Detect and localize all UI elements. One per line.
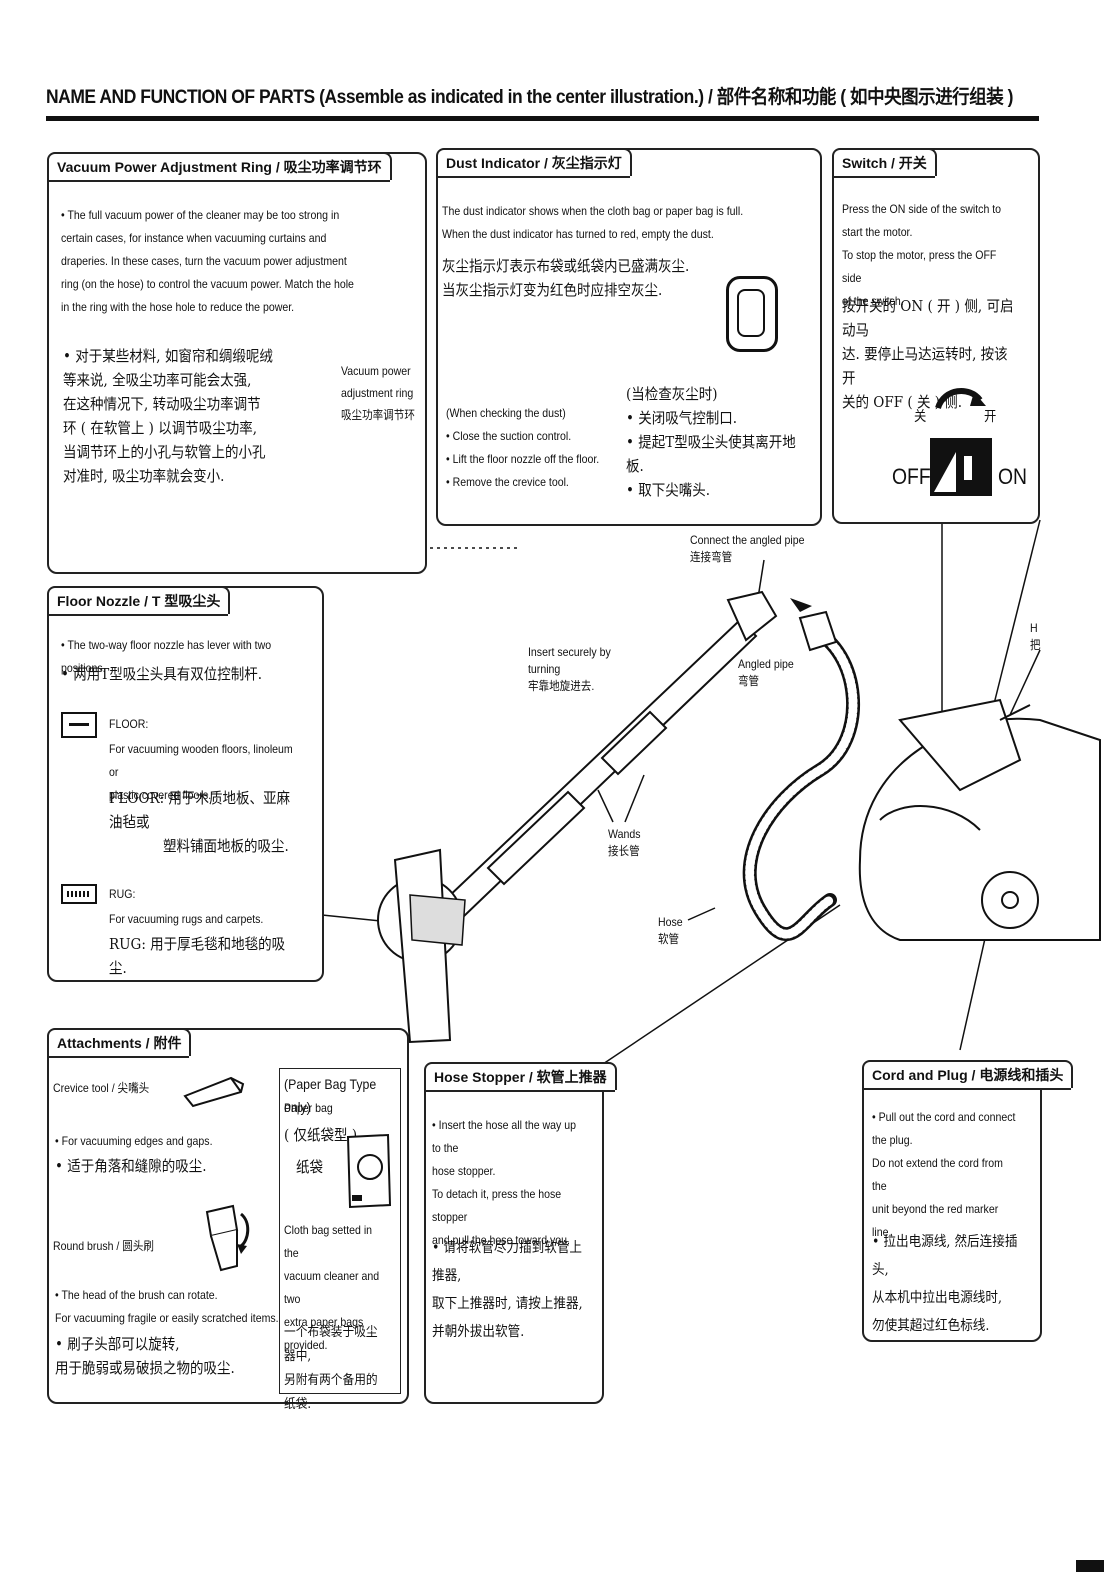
wands-label: Wands 接长管: [608, 827, 641, 858]
cord-plug-zh: • 拉出电源线, 然后连接插头, 从本机中拉出电源线时, 勿使其超过红色标线.: [872, 1234, 1018, 1334]
round-brush-icon: [205, 1204, 250, 1272]
insert-securely-label: Insert securely by turning 牢靠地旋进去.: [528, 645, 611, 693]
attachments-panel: Attachments / 附件 Crevice tool / 尖嘴头 • Fo…: [47, 1028, 409, 1412]
hose-stopper-zh: • 请将软管尽力插到软管上推器, 取下上推器时, 请按上推器, 并朝外拔出软管.: [432, 1240, 583, 1340]
switch-on-label: ON: [998, 464, 1028, 489]
cord-plug-panel: Cord and Plug / 电源线和插头 • Pull out the co…: [862, 1060, 1074, 1342]
cord-plug-en: • Pull out the cord and connect the plug…: [872, 1110, 1016, 1239]
crevice-tool-icon: [183, 1076, 245, 1108]
floor-en: For vacuuming wooden floors, linoleum or…: [109, 742, 293, 802]
cord-plug-heading: Cord and Plug / 电源线和插头: [862, 1060, 1074, 1090]
floor-nozzle-zh: • 两用T型吸尘头具有双位控制杆.: [61, 665, 263, 683]
rocker-switch[interactable]: [930, 438, 992, 496]
connect-angled-pipe-label: Connect the angled pipe 连接弯管: [690, 533, 805, 564]
brush-zh: • 刷子头部可以旋转, 用于脆弱或易破损之物的吸尘.: [55, 1335, 235, 1377]
cloth-bag-en: Cloth bag setted in the vacuum cleaner a…: [284, 1223, 380, 1352]
title-rule: [46, 116, 1039, 121]
page-title: NAME AND FUNCTION OF PARTS (Assemble as …: [46, 87, 1014, 108]
hose-stopper-en: • Insert the hose all the way up to the …: [432, 1118, 577, 1247]
switch-off-label: OFF: [892, 464, 931, 489]
dust-indicator-panel: Dust Indicator / 灰尘指示灯 The dust indicato…: [436, 148, 822, 526]
paper-bag-type-zh: ( 仅纸袋型 ): [284, 1126, 358, 1144]
attachments-heading: Attachments / 附件: [47, 1028, 192, 1058]
edge-label: H 把: [1030, 621, 1041, 652]
switch-on-zh: 开: [984, 408, 997, 424]
paper-bag-subbox: (Paper Bag Type only) Paper bag ( 仅纸袋型 )…: [279, 1068, 401, 1412]
rocker-arrow-icon: [935, 387, 986, 410]
wands: [443, 590, 838, 920]
paper-bag-en: Paper bag: [284, 1101, 333, 1115]
crevice-title: Crevice tool / 尖嘴头: [53, 1081, 150, 1095]
rug-icon: [61, 884, 97, 904]
angled-pipe-label: Angled pipe 弯管: [738, 657, 794, 688]
crevice-zh: • 适于角落和缝隙的吸尘.: [55, 1157, 207, 1175]
vacuum-ring-panel: Vacuum Power Adjustment Ring / 吸尘功率调节环 •…: [47, 152, 427, 574]
floor-nozzle-heading: Floor Nozzle / T 型吸尘头: [47, 586, 231, 616]
vacuum-body: [858, 698, 1101, 941]
switch-panel: Switch / 开关 Press the ON side of the swi…: [832, 148, 1040, 524]
rug-en: For vacuuming rugs and carpets.: [109, 912, 264, 926]
rug-zh: RUG: 用于厚毛毯和地毯的吸尘.: [109, 935, 286, 977]
rug-title: RUG:: [109, 887, 136, 901]
paper-bag-icon: [346, 1133, 392, 1209]
page-corner-mark: [1076, 1560, 1104, 1572]
switch-en: Press the ON side of the switch to start…: [842, 202, 1002, 308]
dust-check-zh: (当检查灰尘时) • 关闭吸气控制口. • 提起T型吸尘头使其离开地板. • 取…: [626, 385, 796, 499]
floor-title: FLOOR:: [109, 717, 149, 731]
paper-bag-zh: 纸袋: [296, 1158, 324, 1176]
vacuum-ring-zh: • 对于某些材料, 如窗帘和绸缎呢绒 等来说, 全吸尘功率可能会太强, 在这种情…: [63, 347, 273, 485]
vacuum-ring-callout: Vacuum power adjustment ring 吸尘功率调节环: [341, 364, 415, 422]
paper-bag-type: (Paper Bag Type only): [284, 1076, 377, 1115]
floor-zh: FLOOR: 用于木质地板、亚麻油毡或 塑料铺面地板的吸尘.: [109, 789, 290, 855]
hose-label: Hose 软管: [658, 915, 683, 946]
floor-nozzle-en: • The two-way floor nozzle has lever wit…: [61, 638, 272, 675]
brush-title: Round brush / 圆头刷: [53, 1239, 154, 1253]
hose-stopper-panel: Hose Stopper / 软管上推器 • Insert the hose a…: [424, 1062, 617, 1404]
floor-icon: [61, 712, 97, 738]
dust-indicator-icon: [726, 276, 778, 352]
switch-off-zh: 关: [914, 408, 927, 424]
dust-indicator-zh: 灰尘指示灯表示布袋或纸袋内已盛满灰尘. 当灰尘指示灯变为红色时应排空灰尘.: [442, 257, 690, 299]
floor-nozzle-panel: Floor Nozzle / T 型吸尘头 • The two-way floo…: [47, 586, 324, 982]
crevice-en: • For vacuuming edges and gaps.: [55, 1134, 213, 1148]
dust-indicator-en: The dust indicator shows when the cloth …: [442, 204, 744, 241]
hose-stopper-heading: Hose Stopper / 软管上推器: [424, 1062, 617, 1092]
switch-heading: Switch / 开关: [832, 148, 937, 178]
vacuum-ring-heading: Vacuum Power Adjustment Ring / 吸尘功率调节环: [47, 152, 392, 182]
switch-zh: 按开关的 ON ( 开 ) 侧, 可启动马 达. 要停止马达运转时, 按该开 关…: [842, 297, 1014, 411]
vacuum-ring-en: • The full vacuum power of the cleaner m…: [61, 208, 354, 314]
dust-check-en: (When checking the dust) • Close the suc…: [446, 406, 600, 489]
brush-en: • The head of the brush can rotate. For …: [55, 1288, 279, 1325]
cloth-bag-zh: 一个布袋装于吸尘器中, 另附有两个备用的纸袋.: [284, 1325, 378, 1412]
dust-indicator-heading: Dust Indicator / 灰尘指示灯: [436, 148, 632, 178]
